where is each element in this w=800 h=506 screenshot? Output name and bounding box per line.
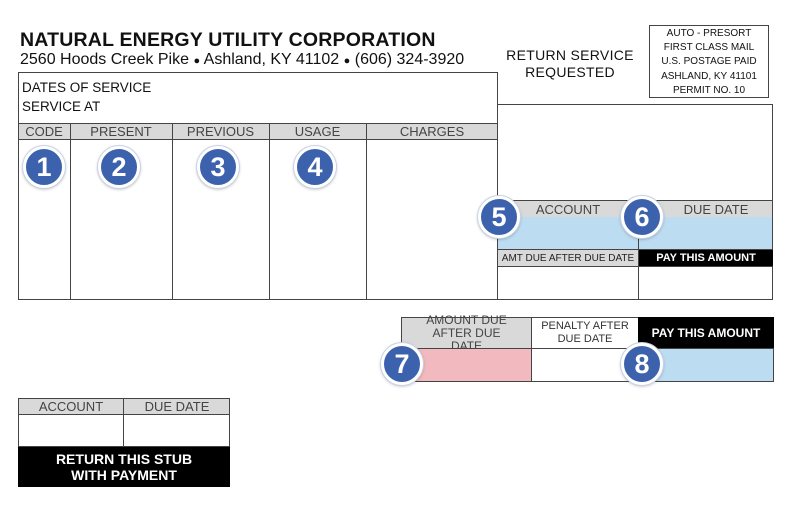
service-at-label: SERVICE AT xyxy=(22,99,101,114)
return-service-requested: RETURN SERVICE REQUESTED xyxy=(505,47,635,81)
pay-this-amount-label: PAY THIS AMOUNT xyxy=(639,250,773,266)
stub-return-line-2: WITH PAYMENT xyxy=(71,467,177,483)
dates-of-service-label: DATES OF SERVICE xyxy=(22,80,152,95)
account-label: ACCOUNT xyxy=(535,201,601,217)
due-date-label: DUE DATE xyxy=(683,201,749,217)
marker-5: 5 xyxy=(478,196,520,238)
col-divider xyxy=(269,123,270,300)
return-line-2: REQUESTED xyxy=(525,64,615,80)
penalty-after-header: PENALTY AFTER DUE DATE xyxy=(531,317,639,349)
marker-7: 7 xyxy=(381,343,423,385)
pay-this-amount-header: PAY THIS AMOUNT xyxy=(638,317,774,349)
amt-due-after-label: AMT DUE AFTER DUE DATE xyxy=(498,250,638,266)
drop-icon: ● xyxy=(343,55,351,67)
col-divider xyxy=(70,123,71,300)
penalty-after-text: PENALTY AFTER DUE DATE xyxy=(541,320,629,345)
return-stub-banner: RETURN THIS STUB WITH PAYMENT xyxy=(18,447,230,487)
company-address: 2560 Hoods Creek Pike ● Ashland, KY 4110… xyxy=(20,51,464,69)
return-line-1: RETURN SERVICE xyxy=(506,47,634,63)
usage-table-header xyxy=(19,124,497,140)
postage-line-2: FIRST CLASS MAIL xyxy=(663,42,755,54)
account-low-line xyxy=(497,266,773,267)
marker-4: 4 xyxy=(294,146,336,188)
col-header-usage: USAGE xyxy=(294,123,341,139)
postage-line-5: PERMIT NO. 10 xyxy=(672,84,746,96)
postage-indicia: AUTO - PRESORT FIRST CLASS MAIL U.S. POS… xyxy=(649,25,769,98)
marker-8: 8 xyxy=(621,343,663,385)
header-divider xyxy=(18,139,498,140)
stub-fields xyxy=(18,414,230,447)
drop-icon: ● xyxy=(193,55,201,67)
marker-3: 3 xyxy=(197,146,239,188)
stub-divider xyxy=(123,398,124,447)
col-header-present: PRESENT xyxy=(90,123,152,139)
postage-line-1: AUTO - PRESORT xyxy=(666,28,752,39)
address-street: 2560 Hoods Creek Pike xyxy=(20,51,189,68)
company-name: NATURAL ENERGY UTILITY CORPORATION xyxy=(20,29,436,51)
col-header-charges: CHARGES xyxy=(399,123,465,139)
amount-due-after-header: AMOUNT DUE AFTER DUE DATE xyxy=(401,313,532,352)
stub-account-label: ACCOUNT xyxy=(38,399,104,414)
phone-number: (606) 324-3920 xyxy=(354,51,465,68)
usage-table xyxy=(18,123,498,300)
account-mid-line xyxy=(497,249,773,250)
stub-due-date-label: DUE DATE xyxy=(144,399,210,414)
postage-line-4: ASHLAND, KY 41101 xyxy=(661,70,757,82)
address-city: Ashland, KY 41102 xyxy=(203,51,340,68)
col-header-code: CODE xyxy=(25,123,63,139)
marker-2: 2 xyxy=(98,146,140,188)
marker-6: 6 xyxy=(621,196,663,238)
account-number-field[interactable] xyxy=(498,217,638,249)
col-divider xyxy=(366,123,367,300)
stub-return-line-1: RETURN THIS STUB xyxy=(55,451,193,467)
stub-account-field[interactable] xyxy=(19,415,123,446)
col-divider xyxy=(172,123,173,300)
col-header-previous: PREVIOUS xyxy=(186,123,255,139)
marker-1: 1 xyxy=(23,146,65,188)
account-divider xyxy=(638,200,639,300)
stub-due-date-field[interactable] xyxy=(124,415,229,446)
postage-line-3: U.S. POSTAGE PAID xyxy=(661,56,757,68)
amount-due-after-text: AMOUNT DUE AFTER DUE DATE xyxy=(426,312,507,353)
